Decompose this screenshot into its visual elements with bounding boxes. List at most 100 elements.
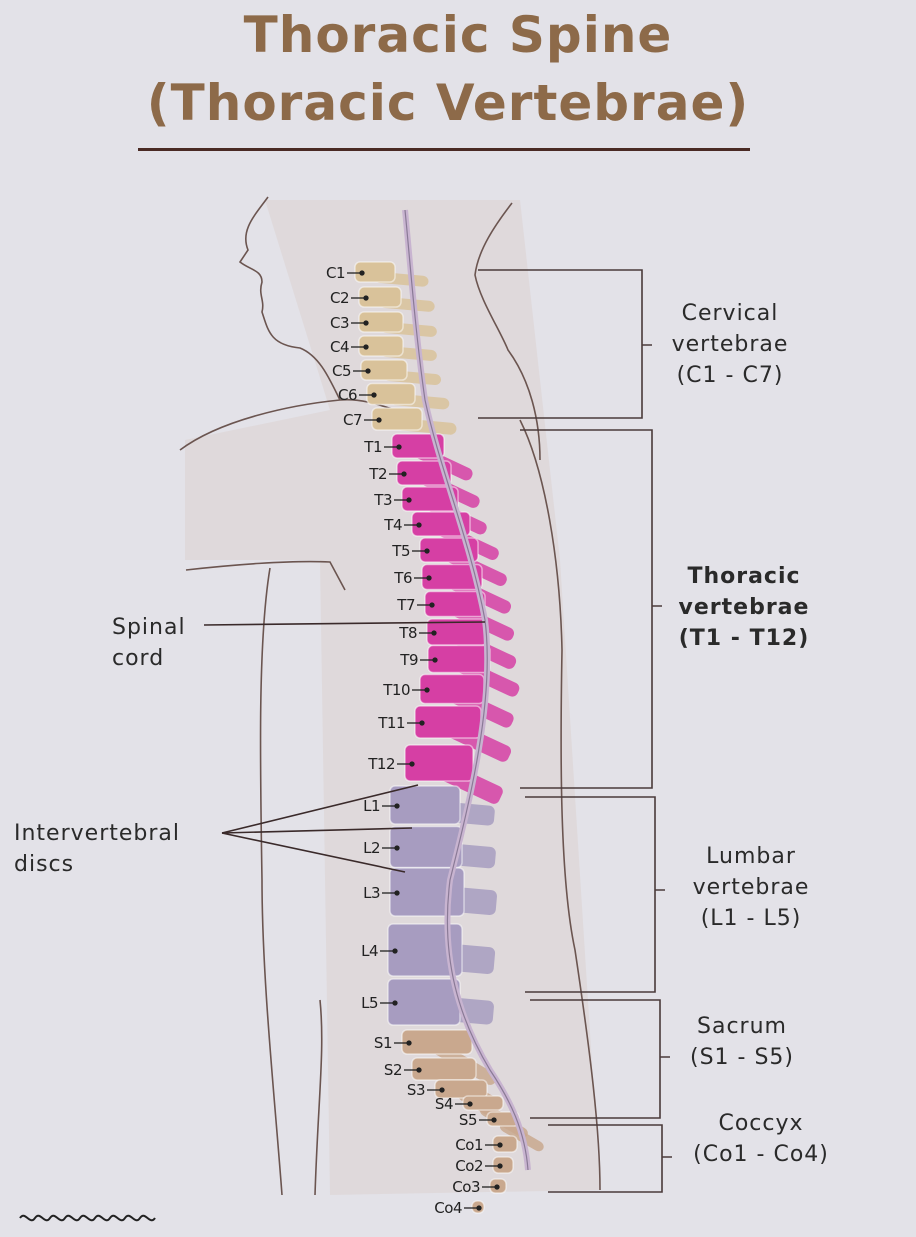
leader-dot <box>406 497 412 503</box>
vertebra-l4 <box>387 923 463 977</box>
vertebra-label-c5: C5 <box>331 362 352 380</box>
coccyx-line1: Coccyx <box>718 1111 804 1136</box>
vertebra-label-l2: L2 <box>363 839 380 857</box>
vertebra-c4 <box>358 335 404 357</box>
leader-dot <box>424 548 430 554</box>
arm-line <box>185 560 346 591</box>
leader-dot <box>431 630 437 636</box>
vertebra-label-t12: T12 <box>368 755 395 773</box>
vertebra-label-co3: Co3 <box>452 1178 480 1196</box>
vertebra-t10 <box>419 673 485 705</box>
leader-dot <box>392 948 398 954</box>
leader-dot <box>394 890 400 896</box>
vertebra-s3 <box>434 1079 488 1099</box>
vertebra-label-c7: C7 <box>342 411 363 429</box>
abdomen-line <box>314 999 323 1196</box>
vertebra-t1 <box>391 433 445 459</box>
spinal-cord-line2: cord <box>112 646 165 671</box>
vertebra-t11 <box>414 705 482 739</box>
vertebra-label-t11: T11 <box>378 714 405 732</box>
leader-dot <box>396 444 402 450</box>
region-label-sacrum: Sacrum (S1 - S5) <box>672 1011 812 1073</box>
cervical-line1: Cervical <box>681 301 779 326</box>
thoracic-line2: vertebrae <box>678 595 810 620</box>
bracket-sacrum <box>530 999 670 1119</box>
vertebra-label-t1: T1 <box>364 438 382 456</box>
cervical-line3: (C1 - C7) <box>676 363 784 388</box>
leader-dot <box>376 417 382 423</box>
leader-dot <box>392 1000 398 1006</box>
leader-dot <box>406 1040 412 1046</box>
leader-dot <box>409 761 415 767</box>
bracket-lumbar <box>525 796 665 993</box>
leader-dot <box>359 270 365 276</box>
vertebra-co2 <box>492 1156 514 1174</box>
back-of-head <box>474 202 541 461</box>
vertebra-s4 <box>462 1095 504 1111</box>
bracket-cervical <box>478 269 652 419</box>
front-line <box>259 567 283 1196</box>
publisher-logo <box>19 1214 156 1222</box>
vertebra-label-co2: Co2 <box>455 1157 483 1175</box>
head-profile <box>238 196 341 401</box>
leader-dot <box>476 1205 482 1211</box>
leader-dot <box>416 522 422 528</box>
discs-line2: discs <box>14 852 75 877</box>
disc-pointer-2 <box>221 827 413 834</box>
leader-dot <box>416 1067 422 1073</box>
body-outline <box>179 196 601 1196</box>
vertebra-t6 <box>421 563 483 591</box>
leader-dot <box>497 1142 503 1148</box>
leader-dot <box>363 344 369 350</box>
leader-dot <box>439 1087 445 1093</box>
cervical-line2: vertebrae <box>671 332 789 357</box>
vertebra-l5 <box>387 978 461 1026</box>
vertebra-label-l3: L3 <box>363 884 380 902</box>
spine <box>354 261 544 1214</box>
vertebra-label-s2: S2 <box>383 1061 403 1079</box>
vertebra-label-t2: T2 <box>369 465 387 483</box>
lumbar-line2: vertebrae <box>692 875 810 900</box>
leader-dot <box>494 1184 500 1190</box>
spinal-cord-line1: Spinal <box>112 615 186 640</box>
leader-dot <box>394 845 400 851</box>
vertebra-label-c6: C6 <box>337 386 358 404</box>
vertebra-label-t3: T3 <box>374 491 392 509</box>
title-line-1: Thoracic Spine <box>243 6 673 64</box>
vertebra-label-t10: T10 <box>383 681 410 699</box>
vertebra-label-t6: T6 <box>394 569 412 587</box>
bracket-thoracic <box>520 429 662 789</box>
vertebra-label-s1: S1 <box>373 1034 393 1052</box>
vertebra-s1 <box>401 1029 473 1055</box>
vertebra-c1 <box>354 261 396 283</box>
leader-dot <box>467 1101 473 1107</box>
vertebra-label-c1: C1 <box>325 264 346 282</box>
vertebra-label-c3: C3 <box>329 314 350 332</box>
title-line-2: (Thoracic Vertebrae) <box>146 74 750 132</box>
vertebra-label-l5: L5 <box>361 994 378 1012</box>
bracket-coccyx <box>548 1124 672 1193</box>
leader-dot <box>363 295 369 301</box>
leader-dot <box>497 1163 503 1169</box>
disc-pointer-3 <box>221 832 406 873</box>
vertebra-co1 <box>492 1135 518 1153</box>
leader-dot <box>432 657 438 663</box>
leader-dot <box>394 803 400 809</box>
sacrum-line1: Sacrum <box>697 1014 787 1039</box>
leader-dot <box>371 392 377 398</box>
vertebra-t3 <box>401 486 459 512</box>
left-pointers <box>203 621 486 873</box>
leader-dot <box>365 368 371 374</box>
vertebra-label-co1: Co1 <box>455 1136 483 1154</box>
vertebra-c6 <box>366 382 416 406</box>
back-line <box>519 419 601 1191</box>
leader-dot <box>419 720 425 726</box>
coccyx-line2: (Co1 - Co4) <box>693 1142 829 1167</box>
vertebra-c2 <box>358 286 402 308</box>
lumbar-line1: Lumbar <box>706 844 796 869</box>
vertebra-label-t4: T4 <box>384 516 402 534</box>
vertebra-label-s5: S5 <box>458 1111 478 1129</box>
vertebra-label-c2: C2 <box>329 289 350 307</box>
spinal-cord-center <box>404 209 529 1171</box>
